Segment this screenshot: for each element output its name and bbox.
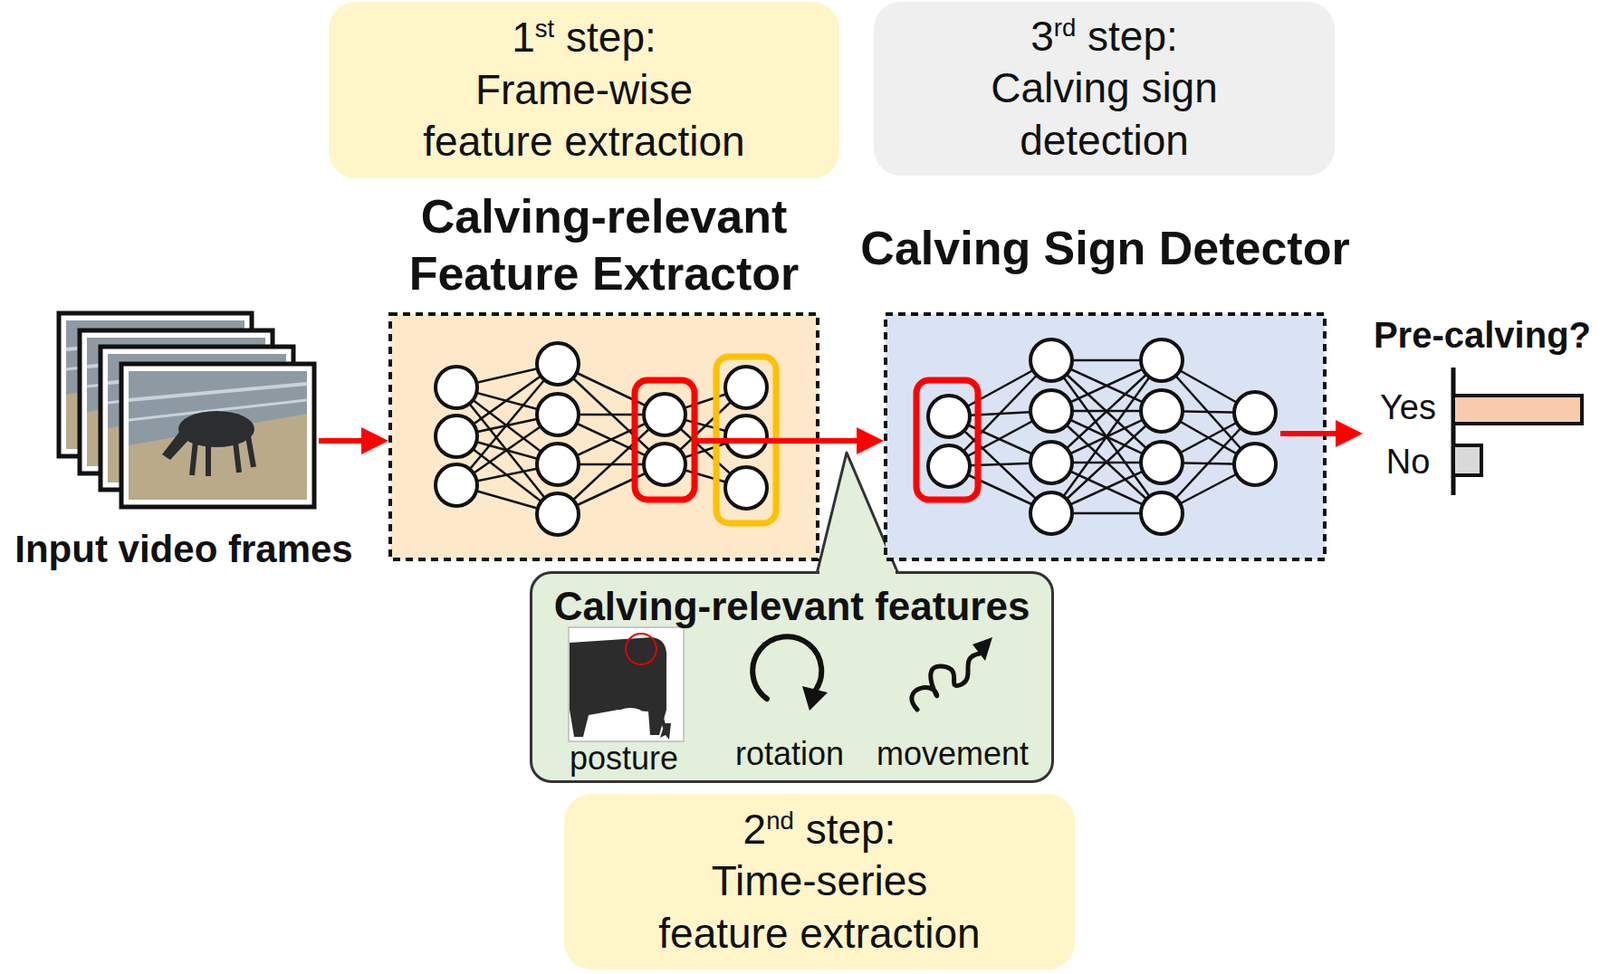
step-number: 3rd step: [1030,10,1179,64]
cow-tail [644,646,665,729]
step-number: 2nd step: [743,804,897,857]
neuron [1030,492,1073,535]
rotation-head [802,686,828,711]
posture-frame [568,627,684,742]
input-label: Input video frames [14,527,353,572]
ordinal-suffix: st [535,14,555,43]
neuron [928,445,970,488]
output-chart: Pre-calving? YesNo [1362,312,1594,503]
cow-tail-tip [660,723,671,740]
art-rect [128,371,307,500]
arrow-head [361,427,389,455]
neuron [435,415,478,458]
ordinal-suffix: nd [766,805,795,834]
neuron [643,393,686,436]
sign-detector-box: Calving Sign Detector [883,312,1327,562]
ordinal-suffix: rd [1053,12,1077,41]
neuron [928,395,970,438]
arrow-line [318,438,365,444]
step-box: 2nd step:Time-series feature extraction [564,794,1075,970]
neuron [1030,390,1073,432]
pointer-joint [819,569,896,576]
flow-arrow [819,427,884,455]
neuron [725,415,767,458]
callout-title: Calving-relevant features [554,584,1031,631]
art-path [162,427,192,460]
icon-label: rotation [735,735,844,773]
art-line [128,383,307,401]
network-art [883,312,1327,562]
neuron [1234,392,1276,434]
bar-no [1453,445,1482,476]
highlight-red [634,380,695,500]
module-frame [390,314,818,560]
chart-title: Pre-calving? [1373,314,1591,356]
frame-stack-art [56,310,319,510]
feature-callout: Calving-relevant features posture rotation… [529,571,1054,784]
neuron [536,343,579,385]
icon-label: posture [569,739,679,777]
module-frame [885,314,1325,560]
flow-arrow [318,427,389,455]
neuron [536,443,579,486]
neuron [643,443,686,486]
module-heading: Calving Sign Detector [860,220,1350,277]
neuron [536,493,579,536]
video-frame-stack: Input video frames [56,310,319,510]
output-tap [1280,431,1327,437]
art-rect [121,364,315,508]
art-path [191,436,254,477]
neuron [435,464,478,507]
video-frame [121,364,315,508]
neuron [1140,390,1183,432]
arrow-head [1335,420,1363,448]
neuron [435,366,478,409]
movement-head [972,637,993,662]
neuron [1234,443,1276,486]
neuron [725,467,767,509]
network-art [388,312,820,562]
movement-squiggle [911,653,980,710]
neuron [1030,441,1073,484]
bar-label: No [1386,442,1431,483]
step-title: Frame-wise feature extraction [411,64,757,169]
neuron [536,393,579,436]
udder [617,708,643,719]
step-title: Calving sign detection [932,62,1277,167]
step-number: 1st step: [511,11,657,65]
arrow-head [856,427,884,455]
module-heading: Calving-relevant Feature Extractor [388,188,820,302]
step-title: Time-series feature extraction [647,855,992,960]
neuron [725,366,767,409]
net-link [1051,360,1162,514]
focus-ring [625,633,657,665]
neuron [1030,339,1073,382]
bar-yes [1453,395,1582,424]
arrow-line [819,438,861,444]
feature-extractor-box: Calving-relevant Feature Extractor [388,312,820,562]
net-link [1051,360,1162,514]
cow-rear [569,637,667,738]
neuron [1140,441,1183,484]
step-box: 3rd step:Calving sign detection [873,1,1335,176]
icon-label: movement [876,735,1029,773]
bar-label: Yes [1379,388,1437,429]
neuron [1140,492,1183,535]
step-box: 1st step:Frame-wise feature extraction [328,1,840,179]
feature-tap [694,438,820,444]
flow-arrow [1326,420,1363,448]
art-ellipse [178,411,255,448]
highlight-red [916,380,978,500]
neuron [1140,339,1183,382]
